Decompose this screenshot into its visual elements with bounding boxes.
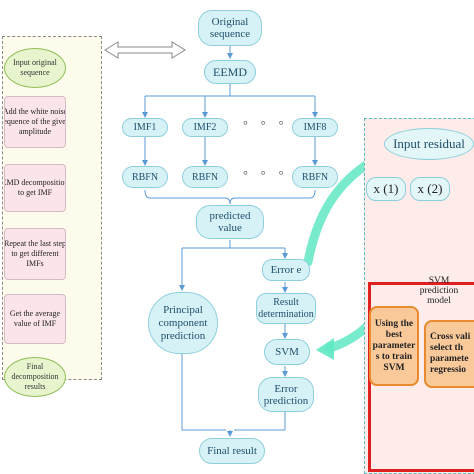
double-arrow: [104, 41, 186, 59]
input-residual-node: Input residual: [384, 128, 474, 160]
final-result-node: Final result: [199, 438, 265, 464]
rbfn-ellipsis: ° ° °: [243, 168, 289, 182]
x1-node: x (1): [366, 177, 406, 201]
rbfn-node-2: RBFN: [182, 166, 228, 188]
rbfn-node-1: RBFN: [122, 166, 168, 188]
x2-node: x (2): [410, 177, 450, 201]
eemd-node: EEMD: [204, 60, 256, 84]
imf8-node: IMF8: [292, 118, 338, 137]
svm-node: SVM: [264, 339, 310, 365]
error-e-node: Error e: [262, 259, 310, 281]
imf-ellipsis: ° ° °: [243, 118, 289, 132]
imf1-node: IMF1: [122, 118, 168, 137]
imf2-node: IMF2: [182, 118, 228, 137]
step-add-white-noise: Add the white noisesequence of the given…: [4, 96, 66, 148]
rbfn-node-3: RBFN: [292, 166, 338, 188]
